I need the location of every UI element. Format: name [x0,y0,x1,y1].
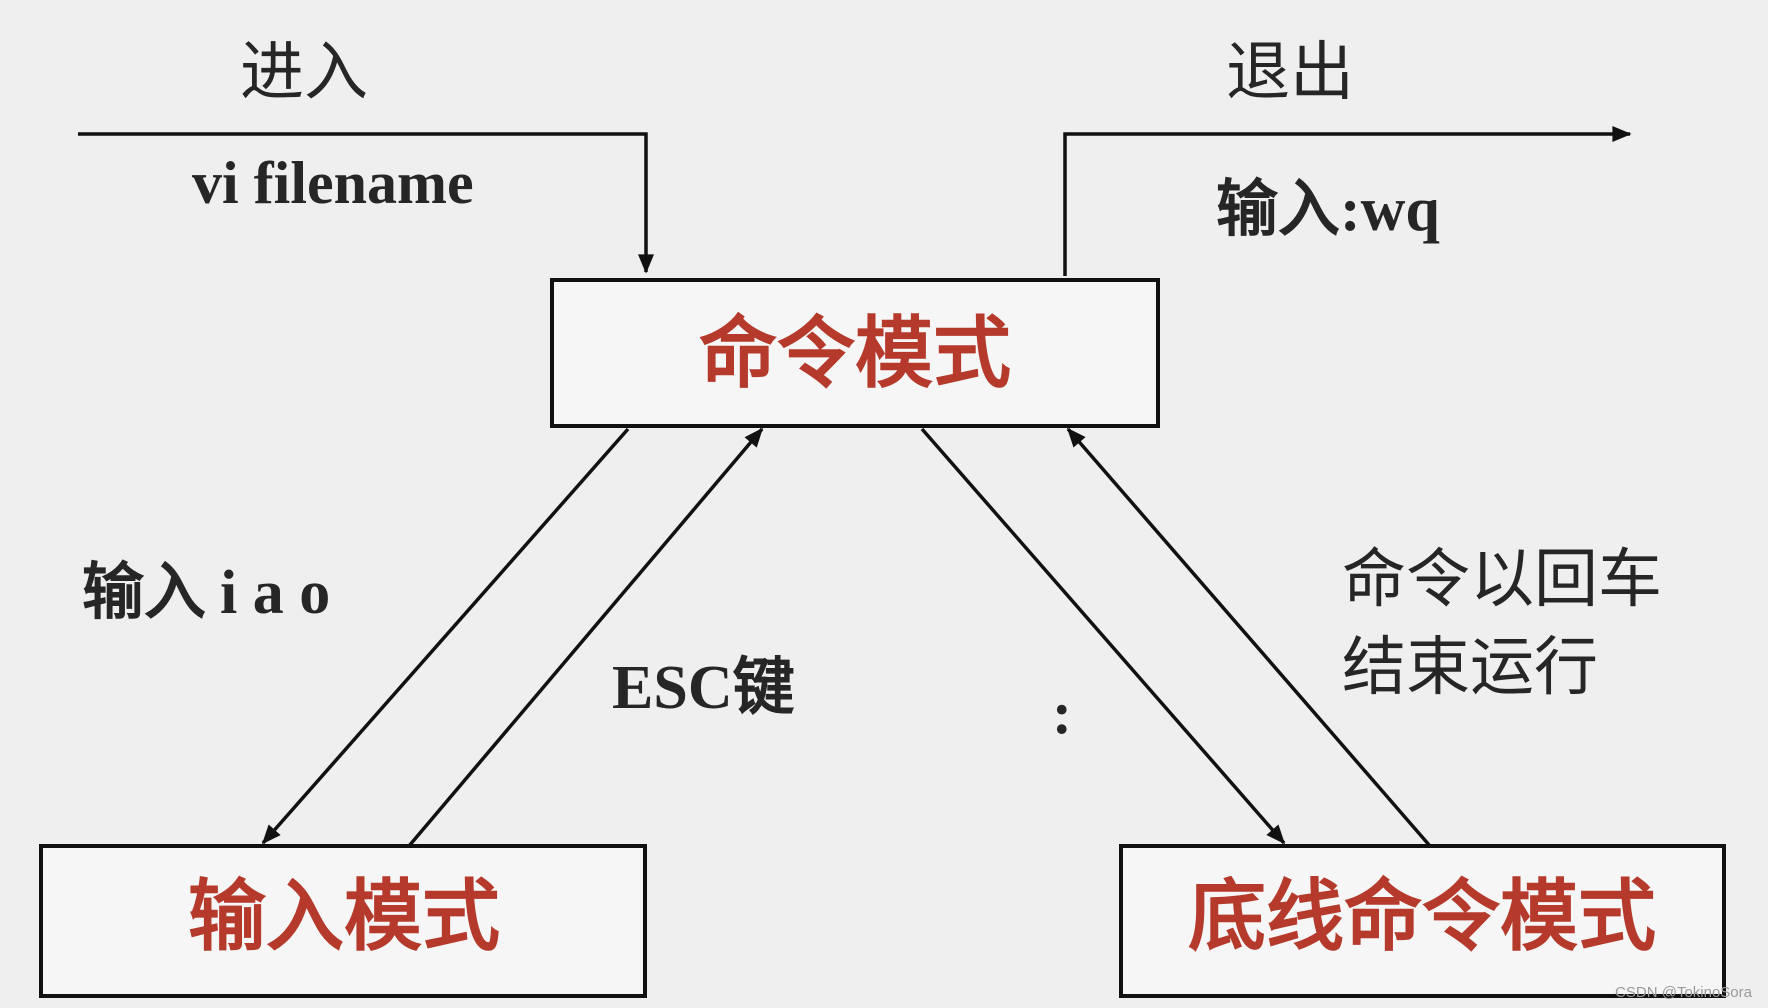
insert-to-command-arrow [407,427,764,848]
enter-command: vi filename [192,150,474,216]
exit-arrow [1063,126,1632,276]
last-line-to-command-arrow [1066,427,1432,848]
esc-key-label: ESC键 [612,650,795,723]
return-label-line1: 命令以回车 [1342,543,1662,617]
insert-mode-label: 输入模式 [188,872,500,962]
enter-title: 进入 [240,36,368,110]
last-line-mode-label: 底线命令模式 [1188,872,1656,962]
command-mode-label: 命令模式 [699,309,1011,399]
esc-key-name: ESC [612,654,733,722]
exit-command-prefix: 输入 [1216,172,1340,245]
command-mode-frame [550,278,1160,428]
command-to-insert-arrow [261,427,630,845]
watermark: CSDN @TokinoSora [1615,984,1753,1001]
last-line-mode-box: 底线命令模式 [1119,844,1726,998]
to-insert-prefix: 输入 [82,555,206,628]
enter-arrow [78,132,654,274]
esc-key-suffix: 键 [733,650,795,723]
exit-title: 退出 [1226,36,1354,110]
return-label-line2: 结束运行 [1342,631,1598,705]
command-mode-box: 命令模式 [550,278,1160,428]
insert-mode-box: 输入模式 [39,844,647,998]
to-insert-keys: i a o [220,559,330,627]
exit-command: 输入:wq [1216,172,1440,245]
insert-mode-frame [39,844,647,998]
command-to-last-line-arrow [920,427,1286,845]
last-line-mode-frame [1119,844,1726,998]
exit-command-keys: :wq [1340,176,1440,244]
to-last-line-label: : [1052,680,1072,746]
